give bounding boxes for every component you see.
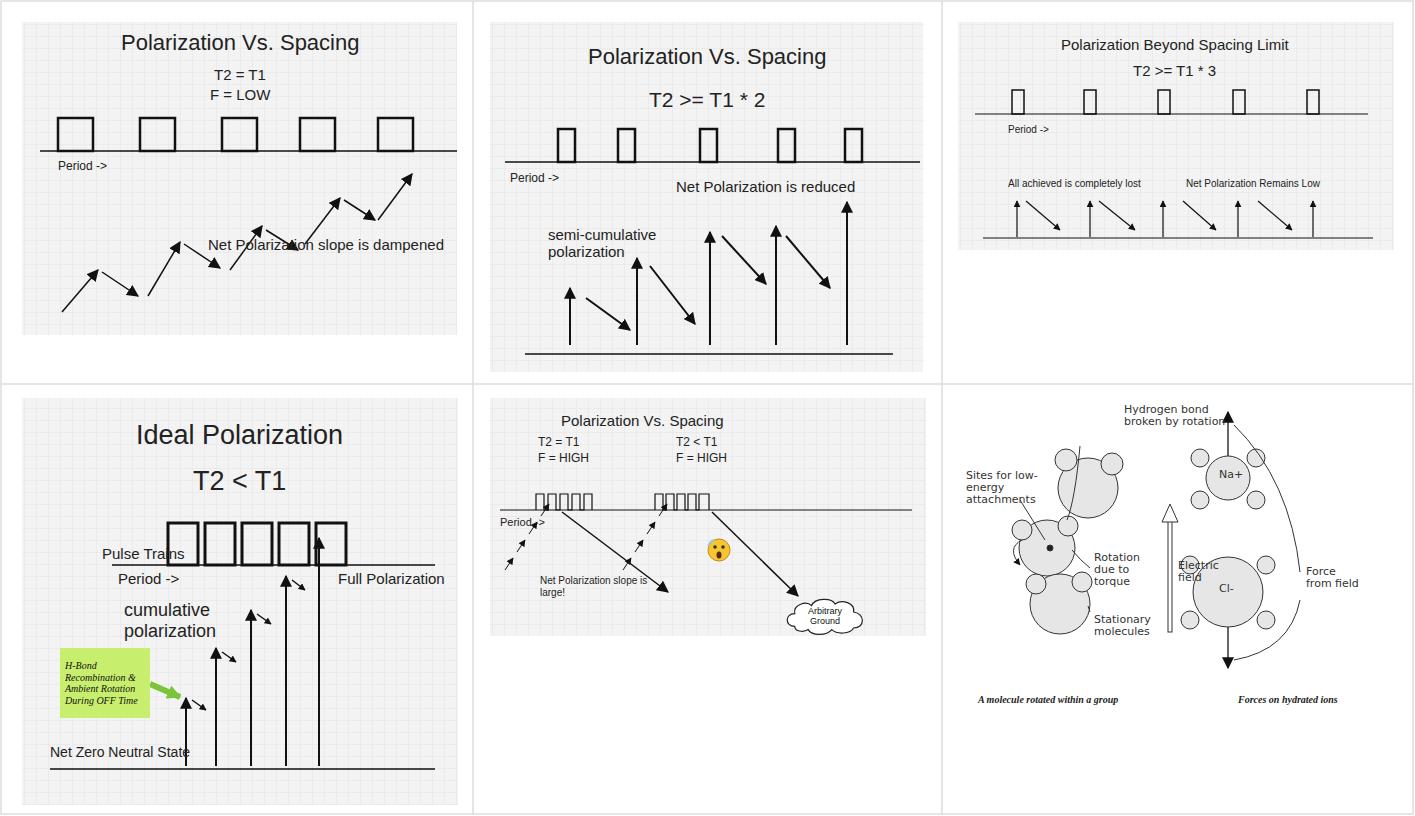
label: Period -> — [58, 160, 107, 174]
label: Pulse Trains — [102, 545, 185, 562]
callout-box: H-Bond Recombination & Ambient Rotation … — [60, 648, 150, 718]
label: cumulative polarization — [124, 600, 274, 641]
label: Period -> — [1008, 124, 1049, 136]
label: T2 >= T1 * 2 — [649, 88, 765, 112]
label: Net Polarization slope is large! — [540, 575, 650, 598]
label: Period -> — [510, 172, 559, 186]
label: Sites for low-energy attachments — [966, 470, 1042, 506]
electric-field-arrow — [1162, 504, 1178, 632]
node-text: H-Bond Recombination & Ambient Rotation … — [65, 660, 145, 706]
pulse-train — [50, 523, 435, 769]
label: Cl- — [1219, 583, 1234, 595]
leader-lines — [1234, 425, 1300, 660]
label: All achieved is completely lost — [1008, 178, 1141, 190]
label: Na+ — [1219, 469, 1243, 481]
polarization-arrows — [1017, 201, 1313, 237]
node-text: Arbitrary Ground — [797, 606, 853, 627]
pulse-train — [505, 129, 920, 354]
label: F = HIGH — [676, 452, 727, 466]
pulse-train — [975, 90, 1373, 238]
label: Polarization Vs. Spacing — [561, 412, 724, 429]
label: Polarization Vs. Spacing — [121, 30, 359, 55]
scream-face — [708, 539, 730, 561]
polarization-arrows — [570, 202, 847, 345]
label: Hydrogen bond broken by rotation — [1124, 404, 1236, 428]
label: Period -> — [118, 570, 179, 587]
label: Net Polarization Remains Low — [1186, 178, 1320, 190]
pulse-train — [40, 118, 457, 151]
label: Force from field — [1306, 566, 1364, 590]
label: F = LOW — [210, 86, 270, 103]
label: Ideal Polarization — [136, 420, 343, 451]
label: Polarization Vs. Spacing — [588, 44, 826, 69]
cloud-shape: Arbitrary Ground — [783, 596, 867, 636]
panel — [958, 398, 1395, 720]
label: Stationary molecules — [1094, 614, 1166, 638]
polarization-arrows — [505, 504, 667, 570]
label: Rotation due to torque — [1094, 552, 1154, 588]
panel — [22, 22, 457, 335]
label: Forces on hydrated ions — [1238, 694, 1338, 706]
label: Polarization Beyond Spacing Limit — [1061, 36, 1289, 53]
recombination-arrows — [192, 580, 305, 710]
panel — [22, 398, 458, 805]
label: F = HIGH — [538, 452, 589, 466]
label: T2 < T1 — [676, 436, 717, 450]
label: T2 = T1 — [214, 66, 266, 83]
label: semi-cumulative polarization — [548, 226, 688, 261]
panel — [490, 398, 926, 636]
label: Net Polarization is reduced — [676, 178, 855, 195]
polarization-arrows — [186, 538, 319, 766]
label: A molecule rotated within a group — [978, 694, 1118, 706]
callout-arrow — [150, 684, 180, 697]
panel — [490, 22, 923, 372]
label: Electric field — [1178, 560, 1228, 584]
pulse-train — [500, 494, 912, 510]
panel — [958, 22, 1394, 250]
label: Net Zero Neutral State — [50, 744, 190, 760]
label: Net Polarization slope is dampened — [208, 236, 444, 253]
label: T2 < T1 — [193, 466, 286, 497]
hydrated-ions — [1181, 449, 1275, 629]
label: Full Polarization — [338, 570, 445, 587]
label: T2 >= T1 * 3 — [1133, 62, 1216, 79]
field-arrows — [1227, 412, 1229, 668]
label: Period -> — [500, 516, 545, 529]
label: T2 = T1 — [538, 436, 579, 450]
